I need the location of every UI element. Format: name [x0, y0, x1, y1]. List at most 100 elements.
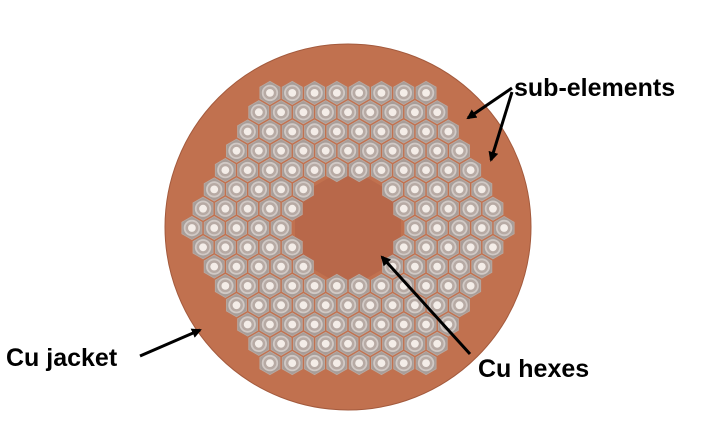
sub-element [248, 100, 270, 125]
sub-element-core [310, 359, 319, 367]
sub-element-core [321, 339, 330, 348]
sub-element [437, 158, 459, 183]
sub-element [415, 158, 437, 183]
sub-element [270, 331, 292, 356]
sub-element-core [399, 89, 408, 97]
sub-element [248, 138, 270, 163]
sub-element [370, 80, 392, 105]
sub-element-core [254, 301, 263, 310]
sub-element [214, 235, 236, 260]
sub-element [404, 215, 426, 241]
sub-element [460, 235, 482, 260]
sub-element [281, 351, 303, 376]
sub-element [415, 273, 437, 298]
sub-element-core [277, 185, 285, 194]
sub-element [426, 138, 448, 163]
sub-element-core [366, 301, 375, 310]
sub-element-core [399, 320, 408, 329]
sub-element-core [422, 127, 430, 136]
sub-element [415, 312, 437, 337]
sub-element [415, 119, 437, 144]
sub-element [259, 80, 281, 105]
sub-element-core [388, 339, 397, 348]
sub-element-core [210, 185, 219, 194]
sub-element [304, 273, 326, 298]
sub-element-core [221, 282, 230, 290]
sub-element [415, 235, 437, 260]
sub-element [348, 273, 370, 298]
sub-element [348, 351, 370, 376]
sub-element [248, 293, 270, 318]
sub-element-core [254, 339, 263, 348]
sub-element [415, 196, 437, 221]
sub-element-core [422, 166, 430, 175]
sub-element-core [321, 146, 330, 155]
sub-element [471, 215, 493, 241]
sub-element [203, 177, 225, 202]
sub-element [449, 254, 470, 279]
sub-element [437, 119, 459, 144]
sub-element-core [366, 146, 375, 155]
sub-element-core [433, 339, 442, 348]
sub-element [370, 119, 392, 144]
sub-element [370, 273, 392, 298]
sub-element [248, 177, 270, 202]
sub-element-core [355, 89, 364, 97]
sub-element-core [411, 146, 419, 155]
sub-element [437, 273, 459, 298]
sub-element [226, 177, 247, 202]
sub-element [248, 254, 270, 279]
sub-element-core [266, 282, 274, 290]
sub-element-core [266, 243, 274, 252]
sub-element [281, 158, 303, 183]
sub-element-core [243, 166, 252, 175]
sub-element [359, 331, 381, 356]
sub-element [482, 235, 504, 260]
sub-element-core [266, 320, 274, 329]
sub-element-core [411, 301, 419, 310]
sub-element [382, 100, 404, 125]
sub-element-core [388, 185, 397, 194]
cu-jacket-arrow [139, 328, 202, 358]
sub-element-core [433, 108, 442, 117]
sub-element [203, 254, 225, 279]
sub-element-core [243, 127, 252, 136]
sub-element-core [232, 224, 241, 232]
sub-element-core [277, 301, 285, 310]
sub-element-core [399, 204, 408, 213]
sub-element-core [422, 89, 430, 97]
sub-element [337, 100, 359, 125]
sub-element-core [277, 262, 285, 271]
sub-element-core [455, 301, 464, 310]
sub-elements-group [181, 80, 515, 376]
sub-element [359, 293, 381, 318]
sub-element [370, 351, 392, 376]
sub-element [426, 215, 448, 241]
sub-element-core [466, 243, 475, 252]
sub-element-core [332, 166, 341, 175]
sub-element-core [221, 166, 230, 175]
sub-element-core [444, 166, 453, 175]
sub-element-core [254, 262, 263, 271]
sub-element [359, 100, 381, 125]
sub-element-core [277, 108, 285, 117]
sub-elements-label: sub-elements [514, 74, 675, 102]
sub-element-core [221, 243, 230, 252]
sub-element-core [310, 320, 319, 329]
sub-element-core [377, 320, 386, 329]
sub-element [326, 119, 348, 144]
sub-element-core [422, 282, 430, 290]
sub-element [404, 331, 426, 356]
sub-element [270, 177, 292, 202]
sub-element-core [310, 127, 319, 136]
sub-element-core [310, 89, 319, 97]
sub-element [348, 80, 370, 105]
sub-element [315, 100, 337, 125]
sub-element [426, 254, 448, 279]
sub-element [203, 215, 225, 241]
sub-element-core [455, 224, 464, 232]
sub-element [281, 80, 303, 105]
sub-element [370, 312, 392, 337]
